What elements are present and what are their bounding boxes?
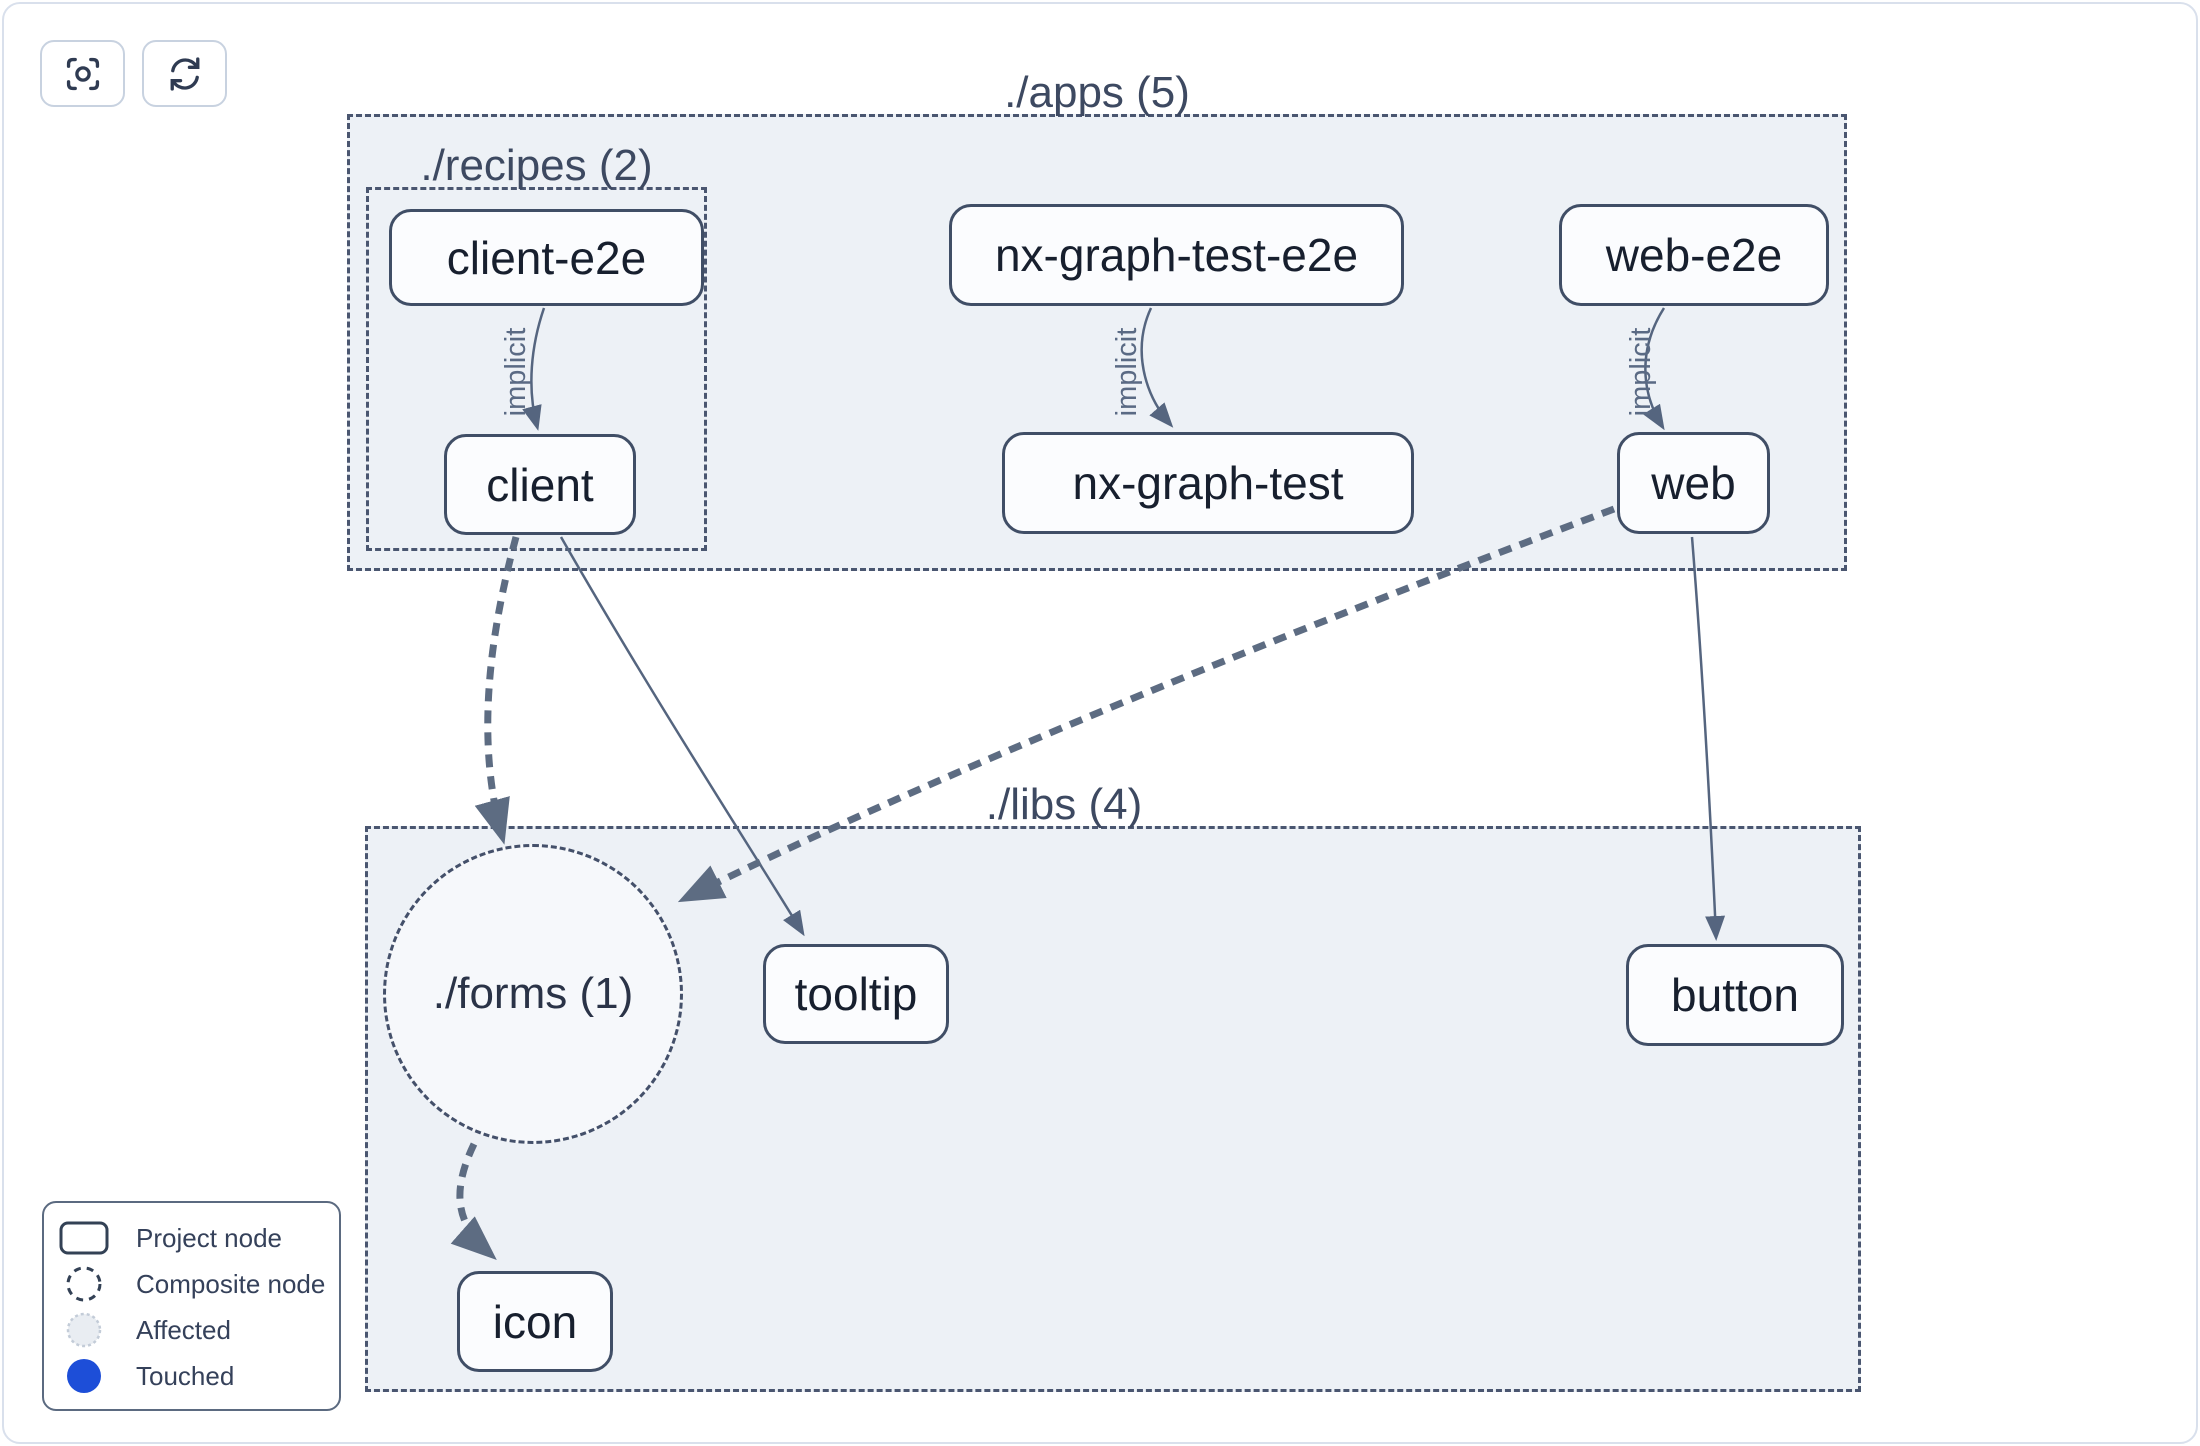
- node-web-e2e[interactable]: web-e2e: [1559, 204, 1829, 306]
- legend-item-affected: Affected: [44, 1307, 339, 1353]
- group-apps-label: ./apps (5): [1004, 68, 1190, 117]
- focus-icon: [63, 54, 103, 94]
- node-tooltip-label: tooltip: [794, 968, 918, 1020]
- legend-label: Composite node: [136, 1268, 326, 1299]
- node-web-label: web: [1651, 457, 1736, 509]
- composite-node-glyph: [44, 1265, 124, 1303]
- project-node-glyph: [44, 1221, 124, 1255]
- group-libs-label: ./libs (4): [985, 780, 1143, 829]
- node-icon[interactable]: icon: [457, 1271, 613, 1372]
- edge-client-to-forms: [474, 536, 520, 845]
- node-button[interactable]: button: [1626, 944, 1844, 1046]
- group-recipes-label: ./recipes (2): [420, 141, 653, 190]
- legend-label: Touched: [136, 1360, 235, 1391]
- focus-button[interactable]: [40, 40, 125, 107]
- node-client[interactable]: client: [444, 434, 636, 535]
- node-tooltip[interactable]: tooltip: [763, 944, 949, 1044]
- node-client-label: client: [486, 458, 594, 511]
- legend-item-touched: Touched: [44, 1353, 339, 1399]
- node-nx-graph-test-e2e-label: nx-graph-test-e2e: [994, 229, 1359, 281]
- refresh-icon: [165, 54, 205, 94]
- node-client-e2e-label: client-e2e: [446, 231, 647, 284]
- node-nx-graph-test-label: nx-graph-test: [1072, 457, 1344, 509]
- node-web[interactable]: web: [1617, 432, 1770, 534]
- node-client-e2e[interactable]: client-e2e: [389, 209, 704, 306]
- legend: Project node Composite node Affected: [42, 1201, 341, 1411]
- affected-glyph: [44, 1311, 124, 1349]
- legend-label: Project node: [136, 1222, 282, 1253]
- refresh-button[interactable]: [142, 40, 227, 107]
- legend-item-composite-node: Composite node: [44, 1261, 339, 1307]
- composite-node-forms[interactable]: ./forms (1): [383, 844, 683, 1144]
- touched-glyph: [44, 1357, 124, 1395]
- node-nx-graph-test[interactable]: nx-graph-test: [1002, 432, 1414, 534]
- legend-label: Affected: [136, 1314, 231, 1345]
- node-nx-graph-test-e2e[interactable]: nx-graph-test-e2e: [949, 204, 1404, 306]
- composite-node-forms-label: ./forms (1): [432, 969, 634, 1018]
- legend-item-project-node: Project node: [44, 1215, 339, 1261]
- node-button-label: button: [1671, 969, 1799, 1021]
- node-web-e2e-label: web-e2e: [1605, 229, 1783, 281]
- node-icon-label: icon: [492, 1295, 578, 1348]
